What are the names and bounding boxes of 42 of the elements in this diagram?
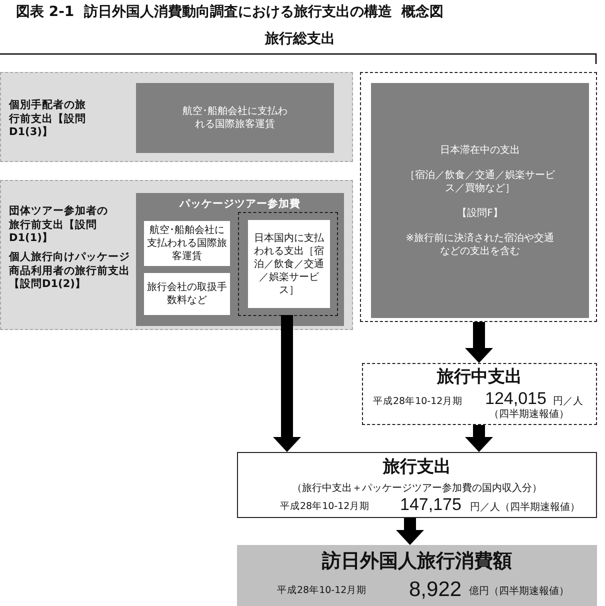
unit-label: 億円（四半期速報値）: [469, 585, 569, 598]
box-text: 航空･船舶会社に支払われる国際旅客運賃: [147, 224, 227, 263]
unit-label: 円／人: [553, 395, 583, 408]
box-text: 航空･船舶会社に支払われる国際旅客運賃: [182, 105, 288, 131]
block-arrow: [465, 425, 493, 452]
box-text: 日本滞在中の支出: [440, 144, 520, 156]
box-heading: 旅行支出: [382, 456, 452, 478]
period-label: 平成28年10-12月期: [280, 501, 370, 514]
period-label: 平成28年10-12月期: [373, 396, 463, 408]
block-arrow: [465, 322, 493, 363]
result-box: [237, 545, 597, 606]
group-panel: [0, 180, 353, 330]
expense-box: [136, 83, 334, 153]
note-text: （旅行中支出＋パッケージツアー参加費の国内収入分）: [291, 482, 543, 495]
box-heading: 旅行中支出: [436, 366, 523, 388]
note-text: （四半期速報値）: [489, 408, 569, 421]
amount-value: 124,015: [485, 388, 546, 408]
block-arrow: [273, 315, 301, 452]
amount-value: 8,922: [409, 577, 462, 603]
box-text: ［宿泊／飲食／交通／娯楽サービス／買物など］: [405, 168, 555, 194]
unit-label: 円／人（四半期速報値）: [470, 501, 580, 514]
period-label: 平成28年10-12月期: [277, 585, 367, 598]
dashed-frame: [362, 363, 597, 425]
expense-box: [144, 273, 230, 315]
section-heading: 旅行総支出: [264, 30, 336, 48]
figure-title: 図表 2-1 訪日外国人消費動向調査における旅行支出の構造 概念図: [16, 3, 444, 22]
box-text: ※旅行前に決済された宿泊や交通などの支出を含む: [405, 232, 555, 258]
group-panel: [0, 72, 353, 162]
group-label: 個人旅行向けパッケージ商品利用者の旅行前支出【設問D1(2)】: [9, 251, 131, 292]
box-text: 旅行会社の取扱手数料など: [147, 281, 227, 307]
dashed-frame: [238, 212, 338, 316]
box-text: 日本国内に支払われる支出［宿泊／飲食／交通／娯楽サービス］: [253, 232, 325, 296]
box-heading: 訪日外国人旅行消費額: [320, 549, 513, 574]
box-text: 【設問F】: [457, 206, 503, 220]
group-label: 個別手配者の旅行前支出【設問D1(3)】: [9, 99, 87, 140]
group-label: 団体ツアー参加者の旅行前支出【設問D1(1)】: [9, 205, 109, 246]
block-arrow: [396, 518, 424, 545]
expense-box: [136, 193, 344, 326]
expense-box: [248, 220, 330, 308]
result-box: [237, 452, 597, 518]
box-heading: パッケージツアー参加費: [178, 198, 302, 212]
amount-value: 147,175: [400, 494, 462, 516]
